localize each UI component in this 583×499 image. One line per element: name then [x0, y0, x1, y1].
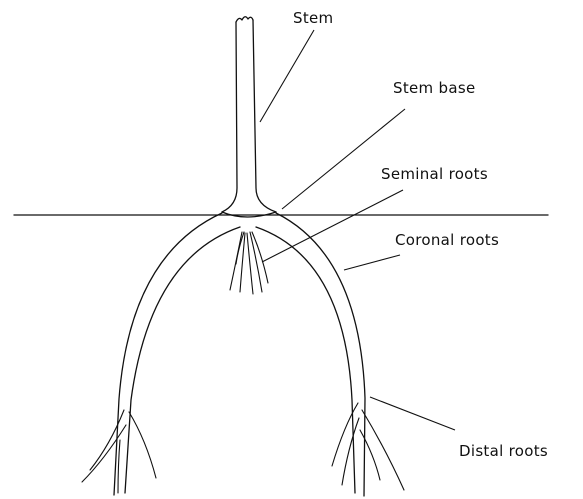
seminal-roots-leader	[262, 190, 403, 262]
label-stem-base: Stem base	[393, 79, 475, 97]
stem-leader	[260, 30, 314, 122]
distal-roots-leader	[370, 397, 455, 430]
seminal-roots	[230, 232, 268, 294]
coronal-root-left	[114, 213, 240, 495]
label-seminal-roots: Seminal roots	[381, 165, 488, 183]
distal-roots-left	[82, 410, 156, 493]
label-stem: Stem	[293, 9, 333, 27]
stem-base-leader	[282, 109, 405, 209]
distal-roots-right	[332, 403, 404, 490]
label-distal-roots: Distal roots	[459, 442, 548, 460]
coronal-roots-leader	[344, 255, 400, 270]
label-coronal-roots: Coronal roots	[395, 231, 499, 249]
stem	[222, 17, 276, 212]
